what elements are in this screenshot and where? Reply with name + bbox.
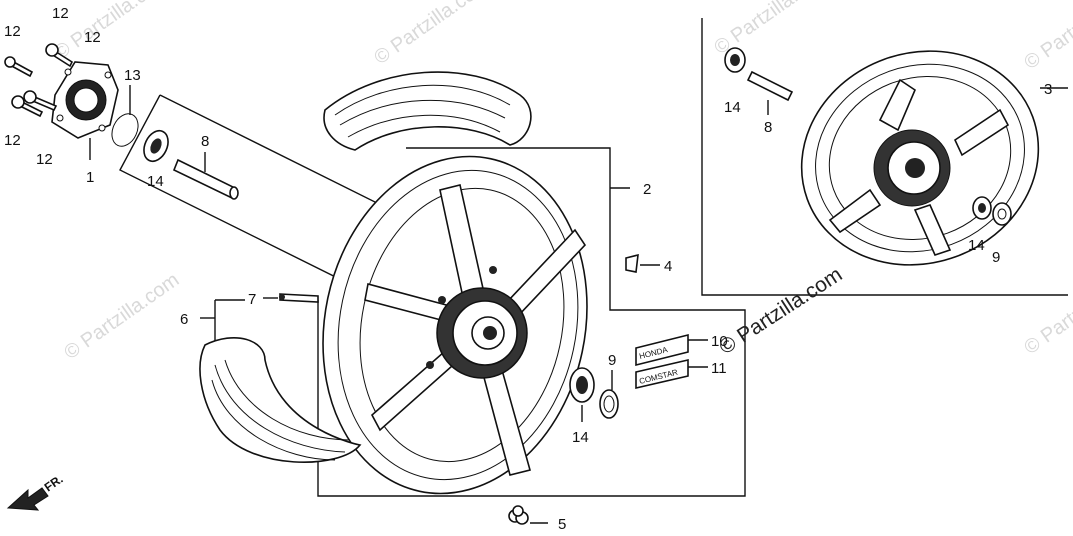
main-wheel <box>322 155 588 495</box>
bolts-12 <box>4 43 74 118</box>
tire-lower <box>199 337 362 463</box>
callout-12-e: 12 <box>36 151 53 168</box>
callout-9-rear: 9 <box>992 249 1000 266</box>
watermark-text-dark: © Partzilla.com <box>715 263 846 359</box>
balance-weight <box>625 253 639 273</box>
callout-12-a: 12 <box>4 23 21 40</box>
direction-label: FR. <box>42 472 66 495</box>
callout-5: 5 <box>558 516 566 533</box>
callout-7: 7 <box>248 291 256 308</box>
callouts: 1 2 3 4 5 6 7 8 8 9 9 10 11 12 12 12 12 … <box>4 5 1052 533</box>
rear-seal <box>992 202 1012 226</box>
hub-flange <box>51 61 119 139</box>
callout-3: 3 <box>1044 81 1052 98</box>
watermark-text: © Partzilla.com <box>60 269 183 364</box>
callout-14-left: 14 <box>147 173 164 190</box>
callout-2: 2 <box>643 181 651 198</box>
callout-10: 10 <box>711 333 728 350</box>
valve <box>279 293 319 303</box>
o-ring <box>111 113 139 147</box>
bearing-left <box>143 129 169 163</box>
arrow-icon <box>6 487 49 511</box>
callout-12-b: 12 <box>52 5 69 22</box>
callout-13: 13 <box>124 67 141 84</box>
inset-frame <box>701 18 1068 296</box>
callout-14-rear-top: 14 <box>724 99 741 116</box>
callout-8-rear: 8 <box>764 119 772 136</box>
callout-11: 11 <box>711 360 727 377</box>
callout-14-rear: 14 <box>968 237 985 254</box>
rear-bearing-2 <box>972 196 992 220</box>
bracket-left-upper <box>119 94 393 306</box>
callout-12-c: 12 <box>84 29 101 46</box>
callout-1: 1 <box>86 169 94 186</box>
bracket-left-top <box>159 94 396 213</box>
rear-spacer <box>746 70 794 102</box>
callouts-extra: 12 <box>36 151 53 168</box>
callout-4: 4 <box>664 258 672 275</box>
watermark-text: © Partzilla.com <box>1020 264 1073 359</box>
dust-seal <box>599 389 619 419</box>
callout-9-front: 9 <box>608 352 616 369</box>
callout-12-d: 12 <box>4 132 21 149</box>
callout-14-front: 14 <box>572 429 589 446</box>
nut <box>508 505 529 525</box>
bearing-right <box>569 367 595 403</box>
watermark-text: © Partzilla.com <box>50 0 173 64</box>
watermark-text: © Partzilla.com <box>370 0 493 69</box>
spacer-left <box>172 158 239 200</box>
bracket-main <box>317 147 746 497</box>
front-direction-marker: FR. <box>6 472 66 511</box>
callout-8-left: 8 <box>201 133 209 150</box>
callout-6: 6 <box>180 311 188 328</box>
tire-upper <box>323 71 532 151</box>
rear-bearing <box>724 47 746 73</box>
emblem-comstar: COMSTAR <box>635 358 689 390</box>
emblem-honda: HONDA <box>635 333 689 367</box>
watermark-text: © Partzilla.com <box>1020 0 1073 74</box>
